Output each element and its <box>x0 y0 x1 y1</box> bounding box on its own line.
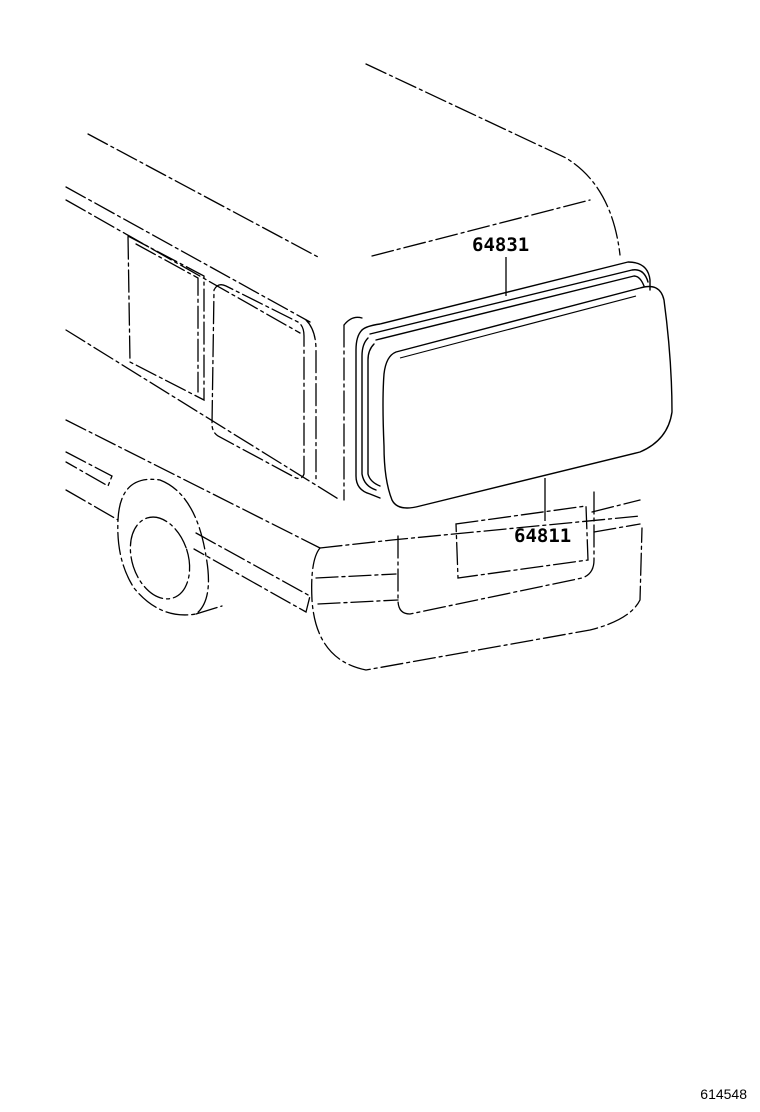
side-windows <box>127 234 305 480</box>
back-door-glass-assembly <box>355 261 673 509</box>
part-label-64831: 64831 <box>472 234 529 256</box>
callout-64831: 64831 <box>472 234 529 296</box>
van-body-outline <box>65 63 643 671</box>
part-label-64811: 64811 <box>514 525 571 547</box>
callout-64811: 64811 <box>514 478 571 547</box>
diagram-reference-id: 614548 <box>700 1086 747 1102</box>
